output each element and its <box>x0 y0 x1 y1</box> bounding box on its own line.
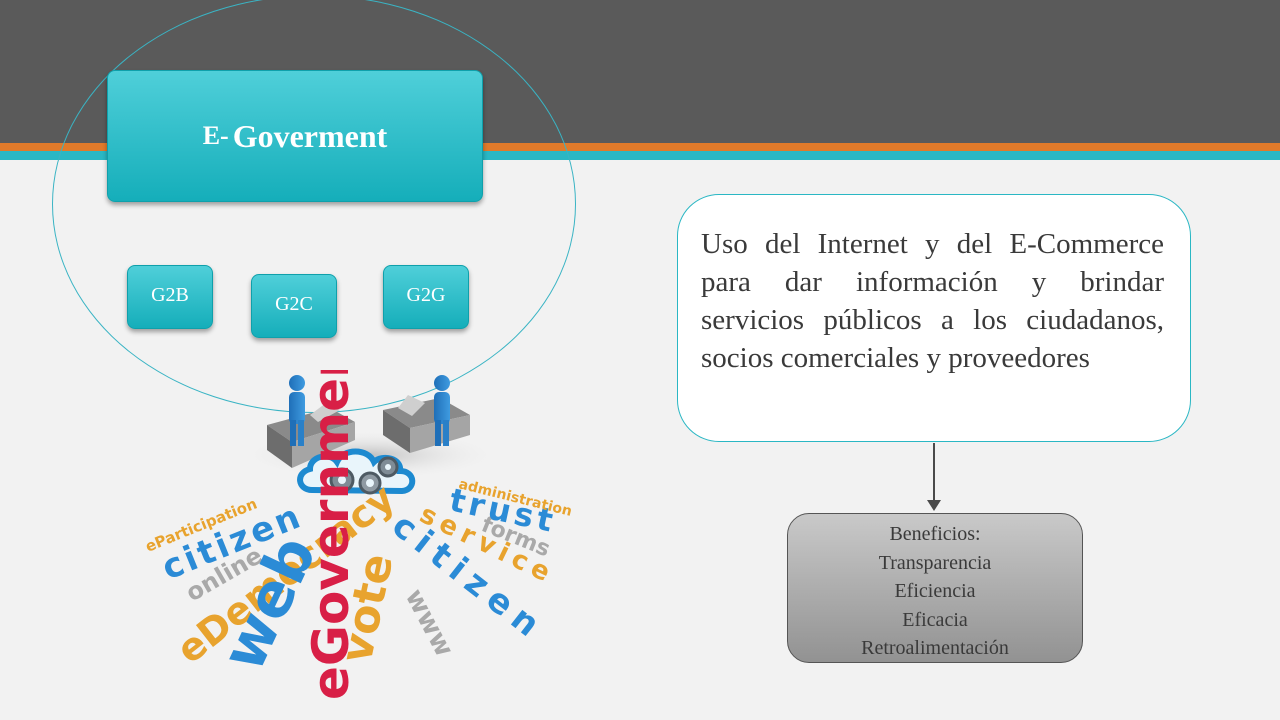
word-egovernment: eGovernment <box>302 370 360 700</box>
benefits-heading: Beneficios: <box>889 523 981 545</box>
cloud-gears-icon <box>297 448 416 495</box>
connector-arrow-line <box>933 443 935 505</box>
benefits-box: Beneficios: Transparencia Eficiencia Efi… <box>787 513 1083 663</box>
benefit-item: Transparencia <box>878 551 992 574</box>
benefit-item: Eficiencia <box>894 580 976 602</box>
person-right-icon <box>383 375 470 453</box>
egov-prefix: E- <box>202 121 229 150</box>
egov-ellipse <box>52 0 576 413</box>
definition-box: Uso del Internet y del E-Commerce para d… <box>677 194 1191 442</box>
word-www: www <box>399 584 459 662</box>
egov-main-tile[interactable]: E- Goverment <box>107 70 483 202</box>
accent-stripe-orange <box>0 143 1280 151</box>
word-cloud: eParticipation citizen online eDemocracy… <box>143 370 574 700</box>
g2b-tile[interactable]: G2B <box>127 265 213 329</box>
benefit-item: Retroalimentación <box>861 637 1009 659</box>
accent-stripe-teal <box>0 151 1280 160</box>
definition-text: Uso del Internet y del E-Commerce para d… <box>701 228 1164 374</box>
connector-arrow-head-icon <box>927 500 941 511</box>
egov-title: Goverment <box>232 117 388 154</box>
egovernment-illustration: eParticipation citizen online eDemocracy… <box>143 370 574 700</box>
person-left-icon <box>267 375 355 468</box>
g2g-tile[interactable]: G2G <box>383 265 469 329</box>
g2c-tile[interactable]: G2C <box>251 274 337 338</box>
benefit-item: Eficacia <box>902 608 968 631</box>
